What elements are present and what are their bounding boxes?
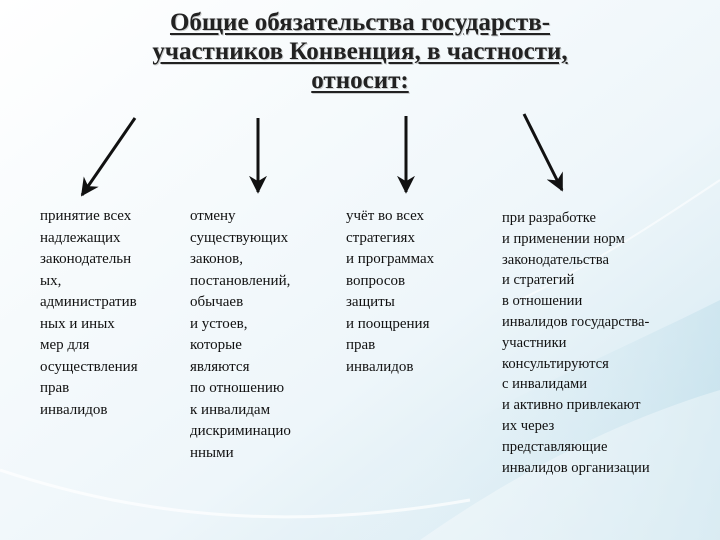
arrow-1: [80, 117, 137, 197]
column-legislative-measures: принятие всех надлежащих законодательн ы…: [40, 208, 138, 418]
column-strategies-and-programs: учёт во всех стратегиях и программах воп…: [346, 208, 435, 375]
arrow-4: [522, 113, 564, 192]
column-repeal-discriminatory-laws: отмену существующих законов, постановлен…: [190, 208, 291, 461]
slide-title: Общие обязательства государств- участник…: [152, 9, 568, 94]
column-consultation-with-disabled: при разработке и применении норм законод…: [502, 210, 650, 476]
